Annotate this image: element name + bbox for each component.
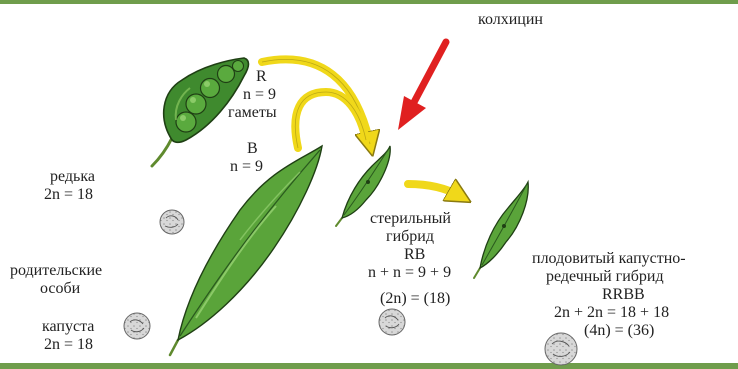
cabbage-pod (170, 146, 322, 355)
gametes-label: гаметы (228, 104, 277, 121)
fertile-hybrid-formula: 2n + 2n = 18 + 18 (554, 304, 669, 321)
colchicine-arrow (398, 42, 446, 130)
cabbage-label: капуста (42, 318, 94, 335)
fertile-hybrid-pod (474, 182, 528, 278)
sterile-hybrid-cell (379, 309, 405, 335)
fertile-hybrid-cell (545, 333, 577, 365)
colchicine-label: колхицин (478, 11, 543, 28)
fertile-hybrid-code: RRBB (602, 286, 645, 303)
parents-label-line2: особи (40, 280, 80, 297)
fertile-hybrid-line2: редечный гибрид (546, 268, 664, 285)
cabbage-cell (124, 313, 150, 339)
sterile-hybrid-formula2: (2n) = (18) (380, 290, 450, 307)
radish-cell (160, 210, 184, 234)
cabbage-gamete-label: B (247, 140, 258, 157)
cabbage-gamete-n: n = 9 (230, 158, 263, 175)
sterile-hybrid-formula: n + n = 9 + 9 (368, 264, 451, 281)
gamete-arrows (262, 59, 370, 148)
radish-gamete-n: n = 9 (243, 86, 276, 103)
radish-label: редька (50, 168, 95, 185)
sterile-hybrid-code: RB (404, 246, 425, 263)
cabbage-chromosomes: 2n = 18 (44, 336, 93, 353)
fertile-hybrid-line1: плодовитый капустно- (532, 250, 686, 267)
parents-label-line1: родительские (10, 262, 102, 279)
sterile-hybrid-line2: гибрид (386, 228, 434, 245)
sterile-hybrid-line1: стерильный (370, 210, 451, 227)
radish-gamete-label: R (256, 68, 267, 85)
doubling-arrow (408, 184, 460, 196)
radish-chromosomes: 2n = 18 (44, 186, 93, 203)
fertile-hybrid-formula2: (4n) = (36) (584, 322, 654, 339)
